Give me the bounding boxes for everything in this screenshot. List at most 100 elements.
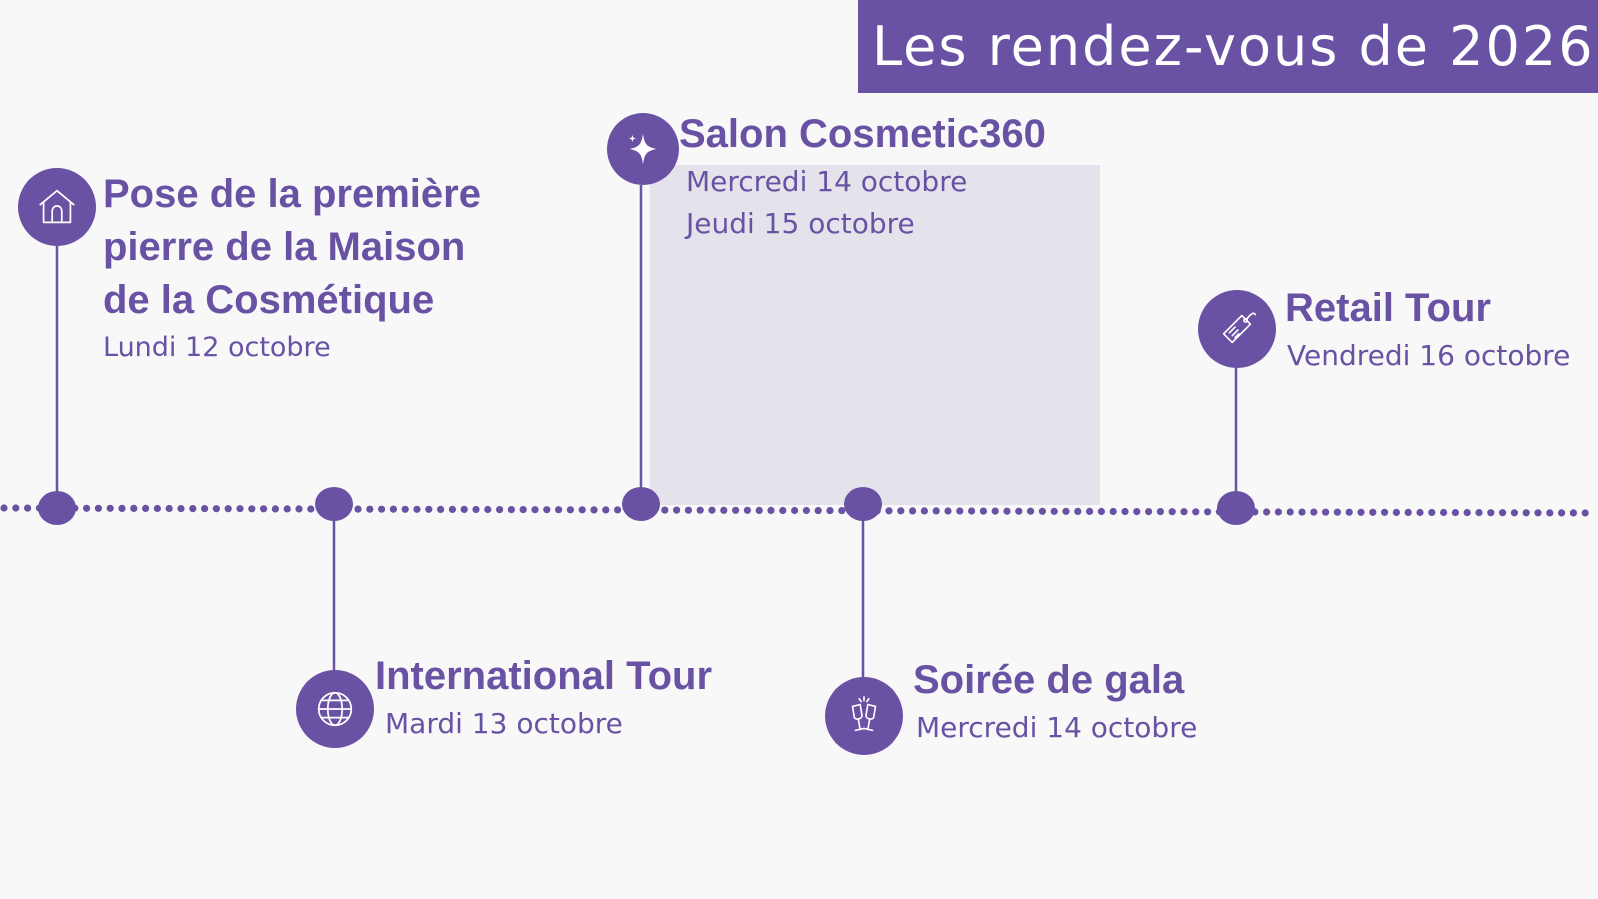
timeline-dot [1569,509,1577,517]
timeline-dot [673,506,681,514]
event-1-icon-circle [18,168,96,246]
event-3: Salon Cosmetic360 Mercredi 14 octobre Je… [679,108,1046,245]
timeline-dot [1121,507,1129,516]
timeline-dot [1428,508,1436,517]
timeline-dot [566,506,575,514]
page-title: Les rendez-vous de 2026 [872,15,1595,78]
timeline-dot [1074,507,1082,515]
timeline-dot [496,506,504,514]
timeline-dot [118,504,126,512]
event-3-icon-circle [607,113,679,185]
event-5: Retail Tour Vendredi 16 octobre [1285,282,1570,377]
event-1-date: Lundi 12 octobre [103,332,331,363]
timeline-dot [1204,508,1212,516]
timeline-dot [248,505,256,513]
timeline-dot [1133,508,1141,516]
event-4-title: Soirée de gala [913,658,1185,702]
timeline-dot [802,506,811,515]
timeline-dot [1510,509,1518,517]
timeline-dot [1499,509,1507,517]
timeline-dot [1003,507,1011,515]
event-2-icon-circle [296,670,374,748]
timeline-dot [283,505,291,513]
event-5-icon-circle [1198,290,1276,368]
timeline-dot [555,506,563,514]
timeline-dot [1298,508,1306,516]
timeline-dot [708,506,716,514]
champagne-glasses-icon [851,696,877,732]
event-4: Soirée de gala Mercredi 14 octobre [913,654,1197,749]
timeline-dot [1392,508,1400,516]
timeline-dot [307,505,315,513]
timeline-node-1 [38,491,76,525]
timeline-dot [1097,507,1105,516]
timeline-dot [1522,509,1530,517]
timeline-dot [578,506,586,514]
timeline-dot [130,504,138,512]
timeline-dot [1286,508,1294,516]
timeline-dot [460,505,468,513]
timeline-dot [1451,508,1459,517]
timeline-dot [366,505,374,513]
event-1: Pose de la première pierre de la Maison … [103,168,481,369]
timeline-dot [389,505,397,513]
timeline-dot [614,506,622,514]
timeline-dot [507,506,515,514]
timeline-dot [1109,507,1117,516]
timeline-dot [271,505,279,513]
event-4-date: Mercredi 14 octobre [916,711,1198,744]
timeline-dot [944,507,952,515]
timeline-dot [1534,509,1542,517]
timeline-node-3 [622,487,660,521]
timeline-dot [437,505,445,513]
salon-highlight-box [650,165,1100,505]
timeline-dot [1581,509,1589,517]
timeline-node-4 [844,487,882,521]
timeline-dot [106,504,114,512]
event-1-title-line-3: de la Cosmétique [103,278,435,322]
timeline-dot [1357,508,1365,516]
timeline-dot [1416,508,1424,517]
timeline-dot [212,505,220,513]
timeline-dot [295,505,303,513]
timeline-dot [779,506,787,515]
timeline-dot [142,504,150,512]
timeline-dot [991,507,999,515]
timeline-dot [1274,508,1282,516]
timeline-dot [1475,508,1483,517]
timeline-dot [1263,508,1271,516]
timeline-dotted-line [0,504,1589,517]
event-2-date: Mardi 13 octobre [385,707,623,740]
timeline-dot [1546,509,1554,517]
timeline-dot [1192,508,1200,516]
event-3-date-2: Jeudi 15 octobre [686,207,915,240]
timeline-dot [920,507,929,515]
event-3-date-1: Mercredi 14 octobre [686,165,968,198]
timeline-dot [519,506,527,514]
timeline-dot [767,506,775,514]
timeline-dot [1310,508,1318,516]
timeline-dot [413,505,421,513]
event-1-title-line-2: pierre de la Maison [103,225,466,269]
timeline-dot [1333,508,1341,516]
event-3-title: Salon Cosmetic360 [679,112,1046,156]
sparkle-icon [628,133,657,165]
timeline-dot [897,507,905,515]
event-1-title-line-1: Pose de la première [103,172,481,216]
timeline-dot [684,506,693,514]
timeline-dot [1027,507,1035,515]
timeline-dot [236,505,244,513]
timeline-dot [378,505,386,513]
timeline-dot [956,507,964,515]
timeline-dot [661,506,669,514]
timeline-dot [484,505,492,514]
timeline-dot [1322,508,1330,516]
timeline-dot [1440,508,1448,517]
timeline-dot [83,504,91,512]
price-tag-icon [1222,312,1257,344]
timeline-dot [1015,507,1023,515]
timeline-dot [838,507,846,515]
timeline-dot [12,504,20,512]
timeline-dot [979,507,988,515]
timeline-dot [1156,508,1164,516]
